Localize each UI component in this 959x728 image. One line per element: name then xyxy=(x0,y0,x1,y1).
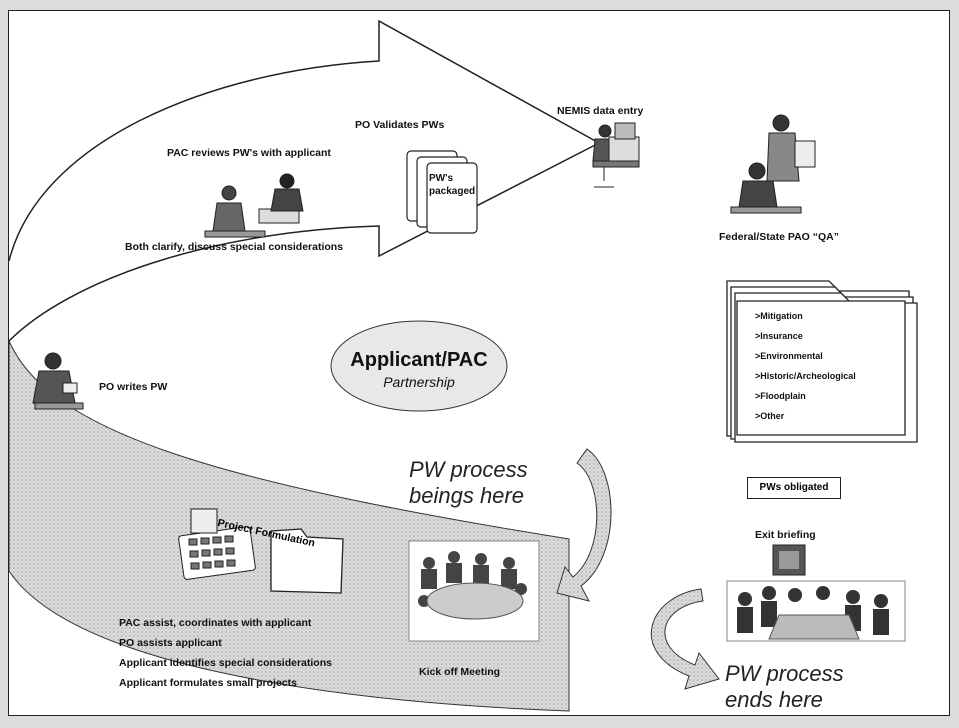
kick-off-label: Kick off Meeting xyxy=(419,666,501,678)
blank-folder xyxy=(270,528,344,594)
calculator xyxy=(178,508,256,580)
center-ellipse xyxy=(330,320,508,412)
pw-begins-line-2: beings here xyxy=(409,483,524,508)
both-clarify-label: Both clarify, discuss special considerat… xyxy=(125,241,344,253)
pw-pages xyxy=(406,150,478,234)
exit-briefing-label: Exit briefing xyxy=(755,529,816,541)
lower-band xyxy=(9,340,570,712)
process-arrow-shapes xyxy=(9,19,918,712)
folder-item-other: >Other xyxy=(755,411,785,421)
folder-item-mitigation: >Mitigation xyxy=(755,311,803,321)
center-title: Applicant/PAC xyxy=(350,349,488,371)
folder-item-historic: >Historic/Archeological xyxy=(755,371,856,381)
step-identifies: Applicant identifies special considerati… xyxy=(119,657,332,669)
nemis-clipart xyxy=(592,122,640,188)
po-writes-label: PO writes PW xyxy=(99,381,168,393)
pws-packaged-label-1: PW's xyxy=(429,173,454,184)
step-formulates: Applicant formulates small projects xyxy=(119,677,297,689)
pws-packaged-label-2: packaged xyxy=(429,186,476,197)
federal-state-label: Federal/State PAO “QA” xyxy=(719,231,840,243)
pac-review-clipart xyxy=(204,173,304,238)
exit-briefing-photo xyxy=(726,544,906,642)
step-pac-assist: PAC assist, coordinates with applicant xyxy=(119,617,312,629)
step-po-assists: PO assists applicant xyxy=(119,637,222,649)
ends-here-arrow xyxy=(650,588,720,690)
pws-obligated-box: PWs obligated xyxy=(747,477,841,499)
diagram-frame: PAC reviews PW's with applicant PO Valid… xyxy=(8,10,950,716)
folder-stack xyxy=(726,280,918,443)
pw-begins-line-1: PW process xyxy=(409,457,528,482)
begins-here-arrow xyxy=(556,448,612,602)
center-subtitle: Partnership xyxy=(383,374,455,390)
folder-item-floodplain: >Floodplain xyxy=(755,391,806,401)
pw-ends-line-1: PW process xyxy=(725,661,844,686)
nemis-label: NEMIS data entry xyxy=(557,105,644,117)
po-writes-clipart xyxy=(32,352,84,410)
kick-off-meeting-photo xyxy=(408,540,540,642)
big-curved-arrow xyxy=(9,19,601,342)
pw-ends-line-2: ends here xyxy=(725,687,823,712)
po-validates-label: PO Validates PWs xyxy=(355,119,445,131)
federal-qa-clipart xyxy=(730,114,816,214)
pac-reviews-label: PAC reviews PW's with applicant xyxy=(167,147,331,159)
folder-item-environmental: >Environmental xyxy=(755,351,823,361)
folder-item-insurance: >Insurance xyxy=(755,331,803,341)
